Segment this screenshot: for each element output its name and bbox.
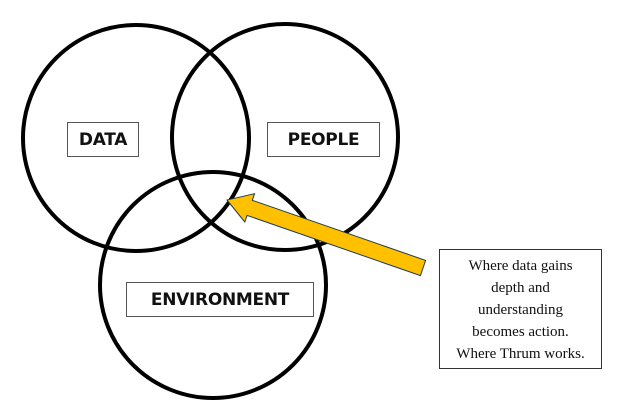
callout-line: understanding bbox=[478, 302, 563, 318]
data-circle bbox=[21, 23, 251, 253]
pointer-arrow bbox=[226, 193, 427, 277]
callout-line: Where data gains bbox=[468, 258, 573, 274]
environment-label: ENVIRONMENT bbox=[126, 282, 314, 317]
people-circle bbox=[170, 22, 400, 252]
people-label: PEOPLE bbox=[267, 122, 380, 157]
callout-line: depth and bbox=[491, 280, 550, 296]
data-label: DATA bbox=[67, 122, 139, 157]
environment-circle bbox=[98, 170, 328, 400]
callout-box: Where data gains depth and understanding… bbox=[439, 249, 602, 369]
callout-line: becomes action. bbox=[472, 324, 569, 340]
callout-line: Where Thrum works. bbox=[456, 346, 585, 362]
